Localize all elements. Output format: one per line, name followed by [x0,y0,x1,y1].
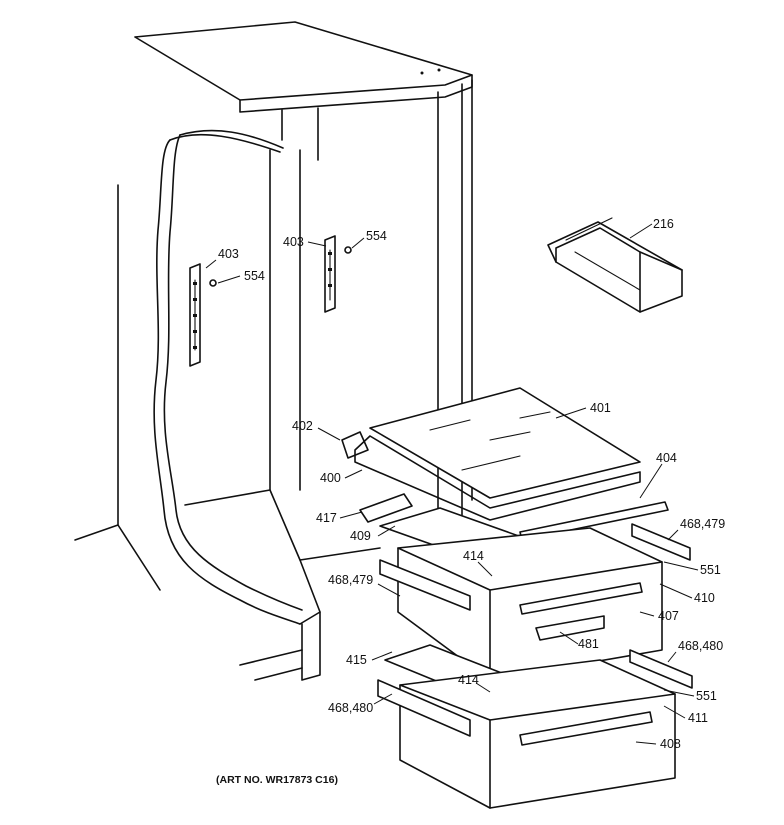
callout-408: 408 [660,737,681,751]
leader-lines [205,223,699,745]
callout-414-upper: 414 [463,549,484,563]
callout-410: 410 [694,591,715,605]
callout-216: 216 [653,217,674,231]
shelf-frame [341,431,641,521]
callout-409: 409 [350,529,371,543]
glass-shelf [369,387,641,499]
callout-417: 417 [316,511,337,525]
shelf-ladder-right [324,235,352,313]
callout-401: 401 [590,401,611,415]
door-bin [547,217,683,313]
callout-400: 400 [320,471,341,485]
refrigerator-cabinet [74,21,473,681]
callout-414-lower: 414 [458,673,479,687]
callout-551-upper: 551 [700,563,721,577]
shelf-ladder-left [189,263,217,367]
callout-468-479-left: 468,479 [328,573,373,587]
upper-pan-assembly [379,523,691,681]
callout-554-left: 554 [244,269,265,283]
callout-468-480-left: 468,480 [328,701,373,715]
callout-481: 481 [578,637,599,651]
art-number: (ART NO. WR17873 C16) [216,774,338,786]
callout-labels: 216 401 402 400 403 554 403 554 404 417 … [218,217,725,751]
lower-pan-assembly [377,649,693,809]
callout-403-left: 403 [218,247,239,261]
callout-402: 402 [292,419,313,433]
callout-403-right: 403 [283,235,304,249]
callout-554-right: 554 [366,229,387,243]
callout-415: 415 [346,653,367,667]
callout-468-480-right: 468,480 [678,639,723,653]
callout-407: 407 [658,609,679,623]
callout-551-lower: 551 [696,689,717,703]
callout-404: 404 [656,451,677,465]
callout-468-479-right: 468,479 [680,517,725,531]
bracket-417 [359,493,413,523]
callout-411: 411 [688,711,708,725]
